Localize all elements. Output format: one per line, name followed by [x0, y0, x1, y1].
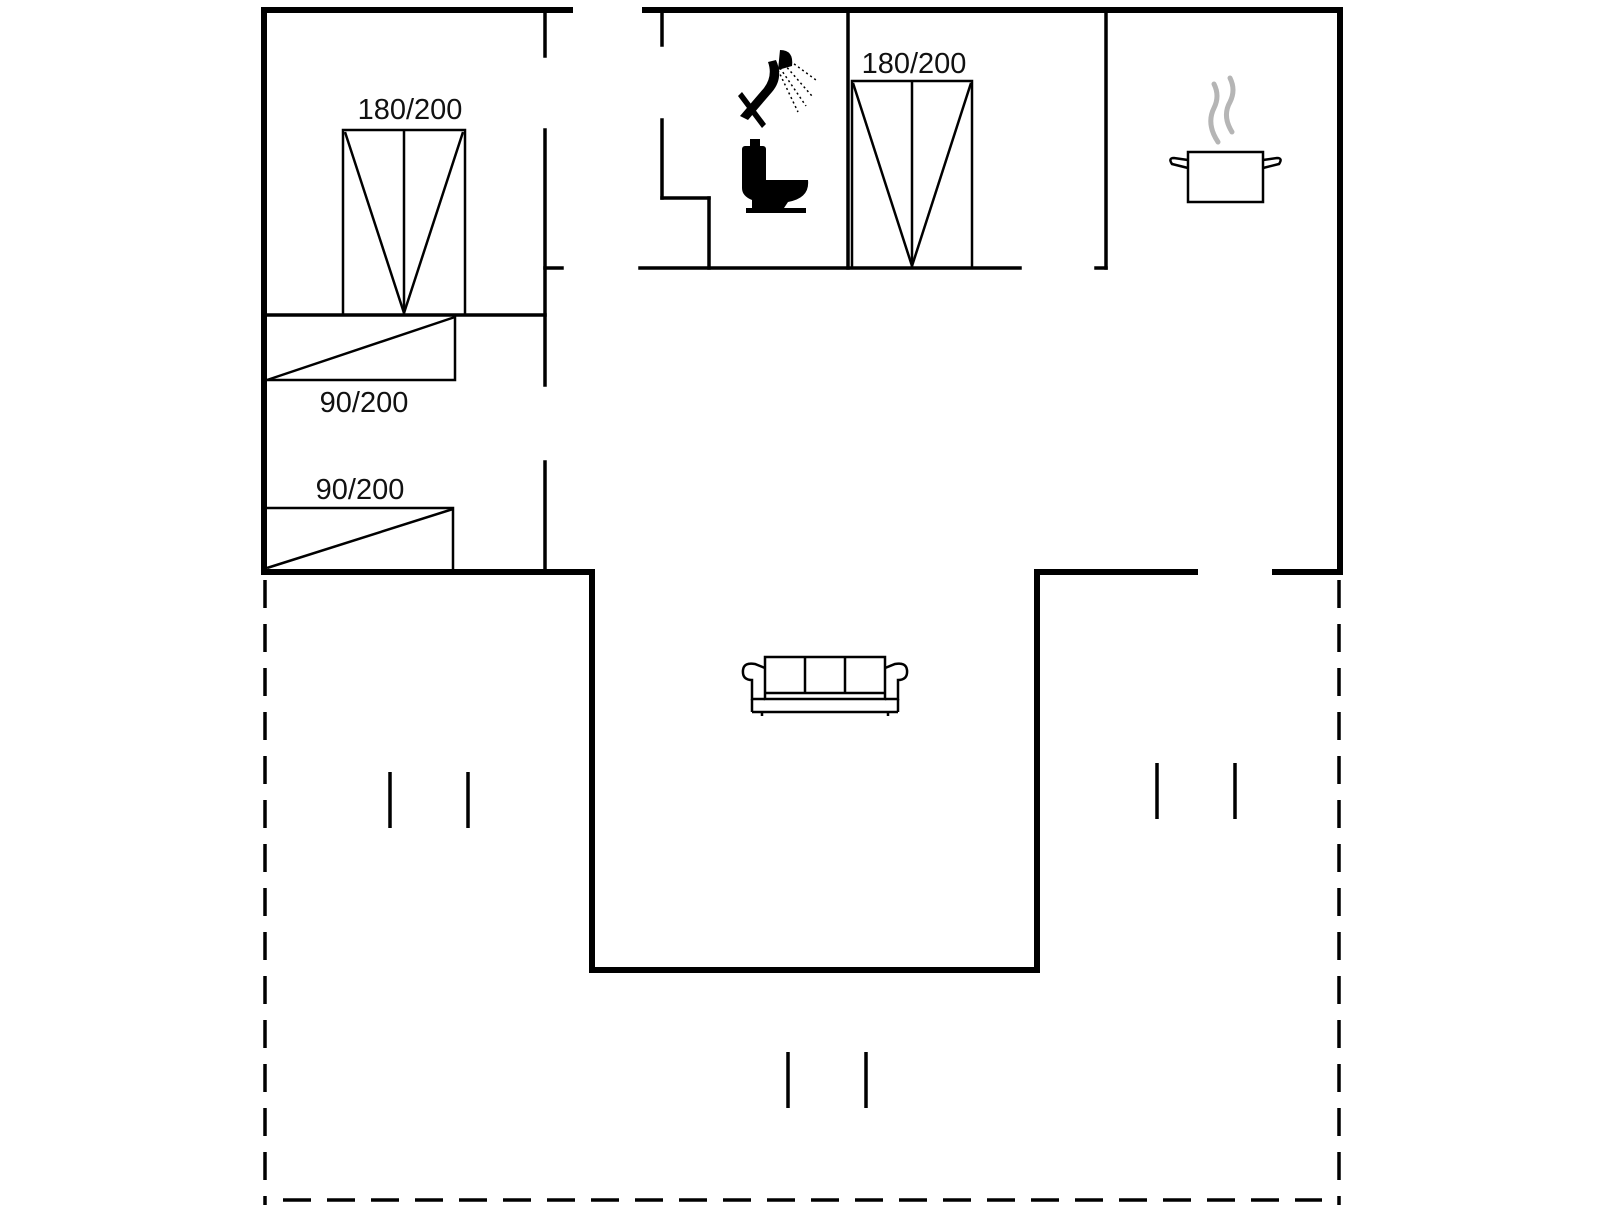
bed-size-label-bedroom: 180/200	[358, 94, 463, 126]
terrace-marks-bottom	[786, 1052, 868, 1108]
double-bed-bathroom-room	[850, 79, 974, 270]
outer-walls	[261, 7, 1343, 973]
sofa-icon	[741, 655, 909, 716]
terrace-marks-right	[1155, 763, 1237, 819]
single-bed-upper	[266, 315, 457, 382]
bed-size-label-second-room: 180/200	[862, 48, 967, 80]
bed-size-label-single-lower: 90/200	[316, 474, 405, 506]
shower-icon	[738, 50, 817, 128]
terrace-outline	[263, 580, 1341, 1205]
toilet-icon	[742, 139, 809, 213]
single-bed-lower	[266, 506, 455, 570]
bed-size-label-single-upper: 90/200	[320, 387, 409, 419]
cooking-pot-icon	[1169, 75, 1282, 204]
terrace-marks-left	[388, 772, 470, 828]
double-bed-bedroom	[341, 128, 467, 317]
